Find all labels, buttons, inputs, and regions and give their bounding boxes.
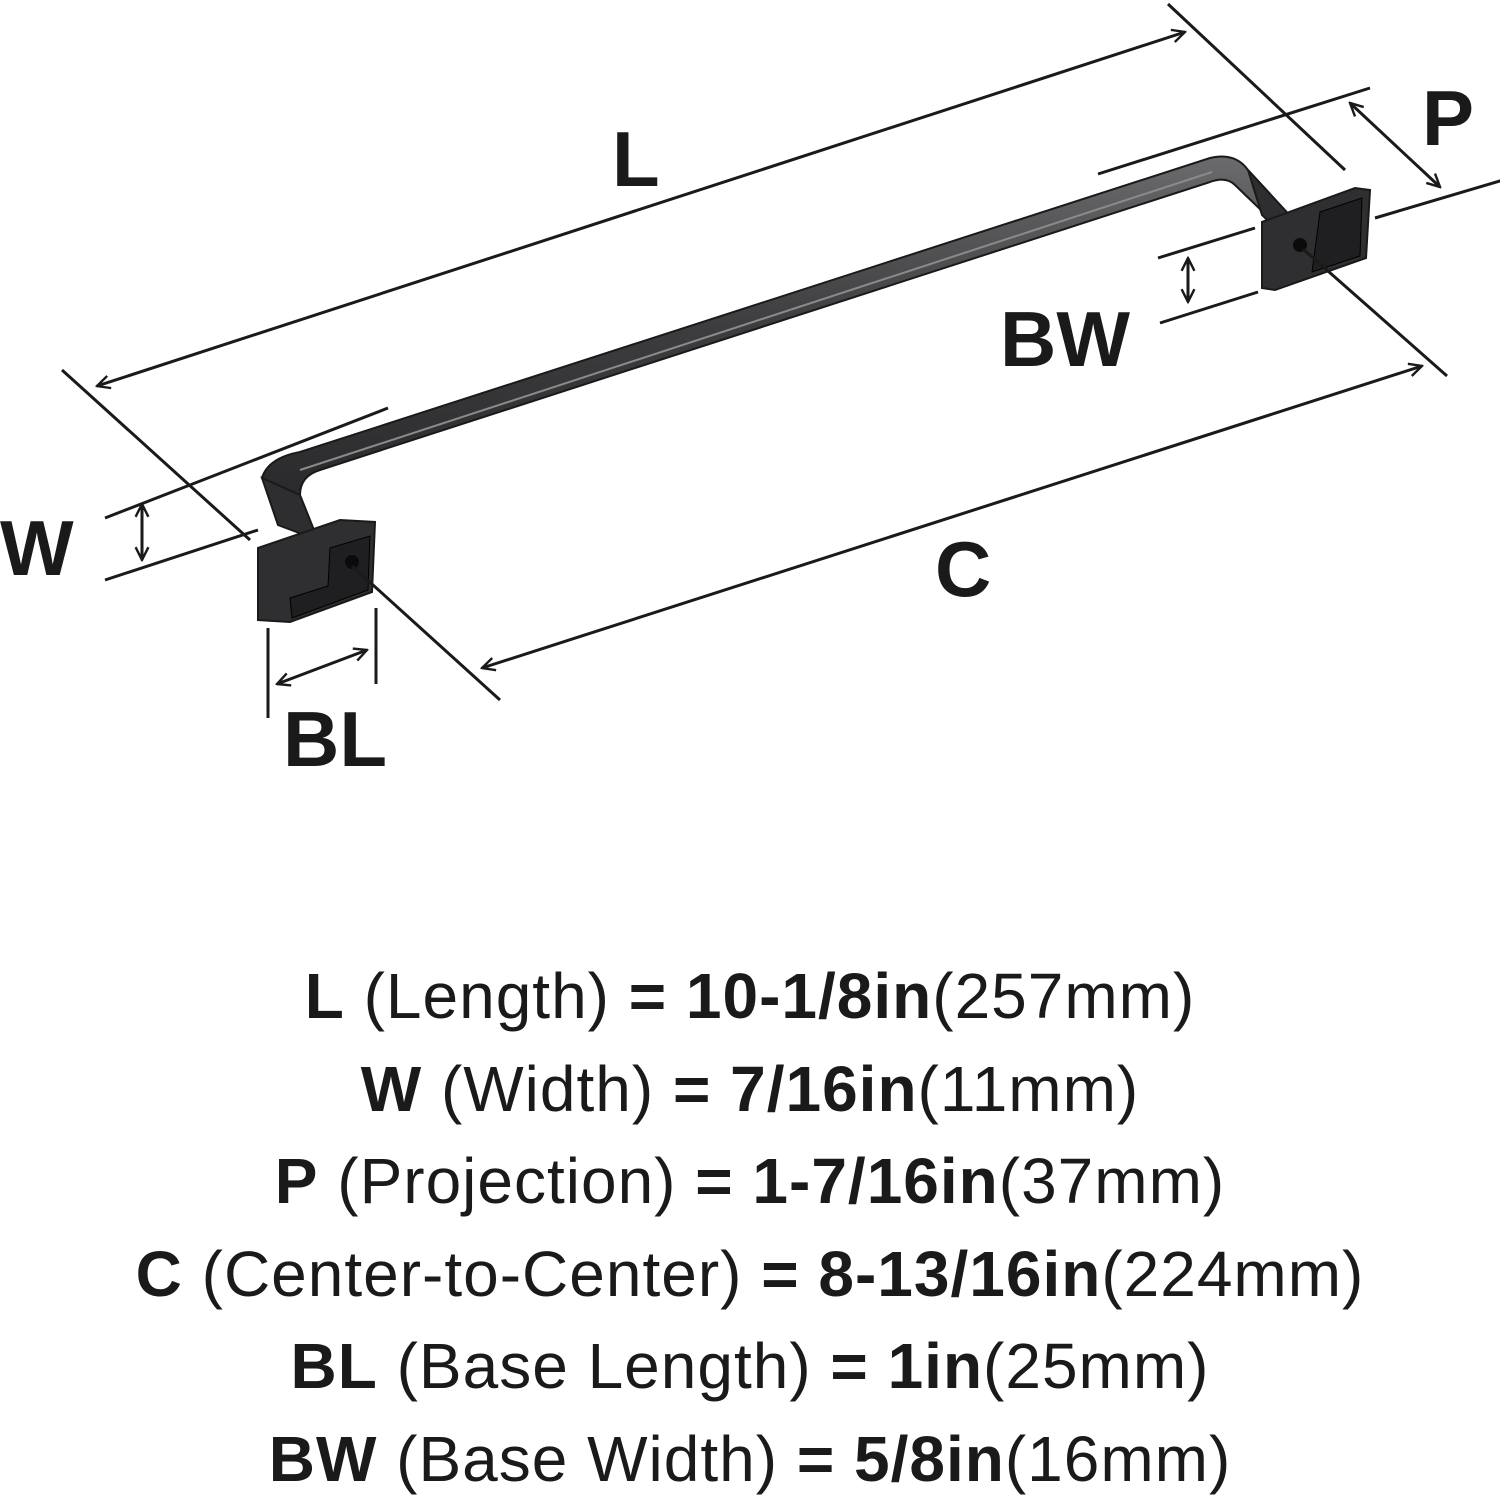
spec-imperial: 7/16in (730, 1053, 917, 1125)
spec-equals: = (761, 1238, 799, 1310)
base-length-dimension: BL (268, 608, 387, 783)
spec-code: W (361, 1053, 422, 1125)
spec-row-center-to-center: C (Center-to-Center) = 8-13/16in(224mm) (0, 1228, 1500, 1321)
spec-metric: (224mm) (1101, 1238, 1364, 1310)
spec-code: BL (291, 1330, 378, 1402)
spec-imperial: 5/8in (854, 1423, 1005, 1495)
spec-row-length: L (Length) = 10-1/8in(257mm) (0, 950, 1500, 1043)
spec-equals: = (629, 960, 667, 1032)
spec-name: (Center-to-Center) (202, 1238, 743, 1310)
spec-imperial: 1-7/16in (752, 1145, 998, 1217)
cabinet-pull-handle (258, 157, 1447, 701)
left-base (258, 520, 500, 700)
spec-code: BW (269, 1423, 378, 1495)
spec-metric: (37mm) (999, 1145, 1225, 1217)
spec-equals: = (695, 1145, 733, 1217)
label-BL: BL (283, 695, 387, 783)
spec-row-width: W (Width) = 7/16in(11mm) (0, 1043, 1500, 1136)
spec-code: P (275, 1145, 319, 1217)
specification-list: L (Length) = 10-1/8in(257mm) W (Width) =… (0, 950, 1500, 1505)
spec-imperial: 8-13/16in (818, 1238, 1101, 1310)
spec-name: (Length) (364, 960, 610, 1032)
label-L: L (612, 115, 660, 203)
spec-row-base-width: BW (Base Width) = 5/8in(16mm) (0, 1413, 1500, 1505)
spec-metric: (257mm) (932, 960, 1195, 1032)
dimension-diagram: L P BW W C BL (0, 0, 1500, 880)
spec-equals: = (673, 1053, 711, 1125)
label-P: P (1422, 74, 1474, 162)
spec-metric: (25mm) (983, 1330, 1209, 1402)
spec-metric: (16mm) (1005, 1423, 1231, 1495)
spec-name: (Width) (441, 1053, 654, 1125)
base-width-dimension: BW (1000, 228, 1258, 383)
spec-name: (Base Width) (396, 1423, 778, 1495)
spec-imperial: 1in (888, 1330, 983, 1402)
spec-code: L (305, 960, 345, 1032)
right-base (1262, 188, 1447, 376)
label-BW: BW (1000, 295, 1130, 383)
spec-metric: (11mm) (918, 1053, 1140, 1125)
spec-equals: = (830, 1330, 868, 1402)
spec-imperial: 10-1/8in (686, 960, 932, 1032)
spec-row-projection: P (Projection) = 1-7/16in(37mm) (0, 1135, 1500, 1228)
spec-equals: = (797, 1423, 835, 1495)
spec-code: C (136, 1238, 183, 1310)
center-to-center-dimension: C (482, 366, 1422, 668)
label-W: W (0, 504, 74, 592)
spec-name: (Base Length) (397, 1330, 812, 1402)
label-C: C (935, 525, 991, 613)
spec-row-base-length: BL (Base Length) = 1in(25mm) (0, 1320, 1500, 1413)
spec-name: (Projection) (337, 1145, 676, 1217)
